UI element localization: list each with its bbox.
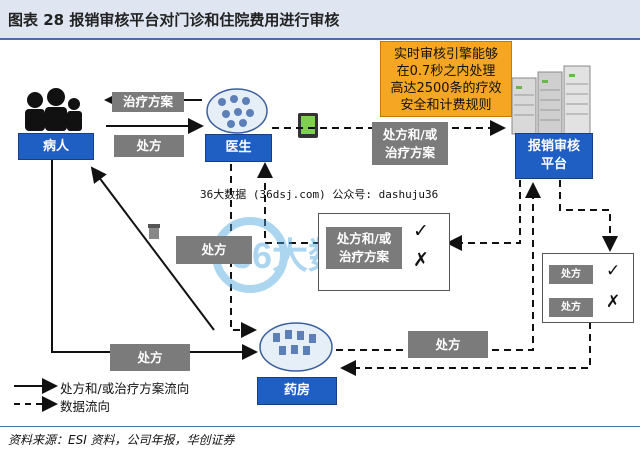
pharmacy-group-icon — [259, 322, 333, 372]
label-rx-or-plan-top-line1: 处方和/或 — [382, 126, 438, 142]
label-rx-or-plan-top: 处方和/或 治疗方案 — [372, 122, 448, 165]
cross-icon: ✗ — [413, 249, 429, 271]
check-icon: ✓ — [413, 220, 429, 242]
pill-bottle-icon — [148, 224, 160, 239]
review-panel-label: 处方和/或 治疗方案 — [326, 227, 402, 269]
side-panel-rx-2: 处方 — [549, 298, 593, 317]
side-panel-rx-1: 处方 — [549, 265, 593, 284]
review-panel-label-line2: 治疗方案 — [338, 249, 389, 264]
node-pharmacy: 药房 — [257, 377, 337, 405]
label-treatment-plan: 治疗方案 — [112, 92, 184, 112]
engine-note: 实时审核引擎能够 在0.7秒之内处理 高达2500条的疗效 安全和计费规则 — [380, 41, 512, 117]
title-bar: 图表 28 报销审核平台对门诊和住院费用进行审核 — [0, 0, 640, 40]
node-platform: 报销审核 平台 — [515, 133, 593, 179]
doctor-group-icon — [206, 88, 268, 134]
engine-note-line4: 安全和计费规则 — [400, 98, 492, 113]
figure-title: 图表 28 报销审核平台对门诊和住院费用进行审核 — [8, 11, 340, 29]
engine-note-line2: 在0.7秒之内处理 — [396, 64, 496, 79]
legend-dashed-label: 数据流向 — [60, 399, 111, 414]
data-pharmacy-to-platform — [336, 182, 541, 351]
source-divider — [0, 426, 640, 427]
label-prescription-mid: 处方 — [176, 236, 252, 264]
node-platform-line2: 平台 — [540, 157, 567, 172]
data-side-panel-to-pharmacy — [340, 322, 591, 376]
patient-people-icon — [25, 88, 82, 131]
side-cross-icon: ✗ — [606, 292, 621, 312]
legend-solid-label: 处方和/或治疗方案流向 — [60, 381, 190, 396]
data-doctor-to-pharmacy — [230, 164, 257, 338]
side-check-icon: ✓ — [606, 261, 621, 281]
node-platform-line1: 报销审核 — [527, 139, 580, 154]
arrow-pharmacy-to-patient — [90, 166, 215, 331]
server-stack-icon — [511, 65, 591, 135]
node-doctor: 医生 — [205, 134, 272, 162]
label-rx-or-plan-top-line2: 治疗方案 — [384, 144, 435, 160]
data-platform-to-review — [446, 180, 521, 251]
review-panel-label-line1: 处方和/或 — [336, 231, 392, 246]
engine-note-line1: 实时审核引擎能够 — [393, 47, 498, 62]
engine-note-line3: 高达2500条的疗效 — [390, 81, 502, 96]
label-prescription-top: 处方 — [114, 135, 184, 157]
data-platform-to-side-panel — [559, 180, 618, 252]
source-note: 资料来源：ESI 资料，公司年报，华创证券 — [8, 433, 235, 447]
node-patient: 病人 — [18, 133, 94, 160]
label-prescription-bottom-left: 处方 — [110, 344, 190, 371]
watermark-text: 36大数据 (36dsj.com) 公众号: dashuju36 — [200, 188, 439, 201]
data-review-to-doctor — [257, 162, 320, 244]
tablet-device-icon — [298, 113, 318, 138]
label-prescription-bottom-right: 处方 — [408, 331, 488, 358]
